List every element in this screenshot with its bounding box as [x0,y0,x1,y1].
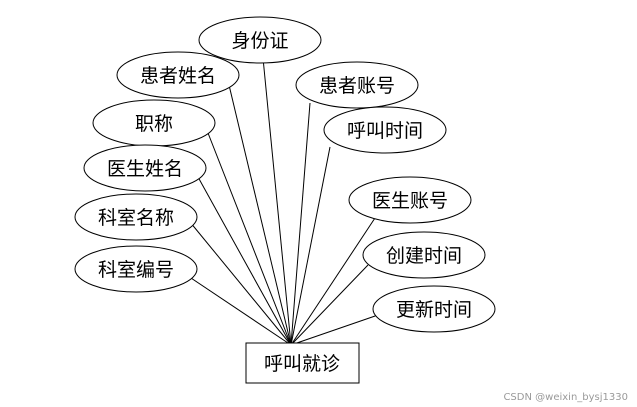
attribute-label: 患者姓名 [140,65,216,87]
attribute-doctor-account: 医生账号 [348,176,472,224]
connector-create-time [290,264,369,346]
connector-lines [181,57,379,346]
attribute-label: 科室名称 [98,207,174,229]
connector-doctor-account [290,217,376,346]
attribute-label: 医生账号 [372,190,448,212]
attribute-label: 科室编号 [98,259,174,281]
attribute-patient-account: 患者账号 [295,61,419,109]
connector-department-code [181,271,292,346]
connector-job-title [207,132,292,346]
connector-patient-account [290,102,311,346]
attribute-create-time: 创建时间 [362,231,486,279]
attribute-label: 身份证 [231,30,288,52]
attribute-department-code: 科室编号 [74,245,198,293]
entity-call-consultation: 呼叫就诊 [245,342,360,384]
attribute-label: 医生姓名 [107,158,183,180]
attribute-department-name: 科室名称 [74,193,198,241]
entity-label: 呼叫就诊 [264,353,340,375]
attribute-label: 患者账号 [319,75,395,97]
connector-call-time [290,146,331,346]
watermark: CSDN @weixin_bysj1330 [503,392,628,403]
attribute-doctor-name: 医生姓名 [83,144,207,192]
connector-doctor-name [197,176,292,346]
attribute-label: 创建时间 [386,245,462,267]
attribute-label: 更新时间 [396,299,472,321]
connector-patient-name [228,84,292,346]
attribute-id-card: 身份证 [198,16,322,64]
attribute-call-time: 呼叫时间 [323,106,447,154]
connector-update-time [290,314,379,346]
connector-department-name [189,221,292,346]
attribute-patient-name: 患者姓名 [116,51,240,99]
attribute-label: 职称 [135,113,173,135]
attribute-job-title: 职称 [92,99,216,147]
attribute-label: 呼叫时间 [347,120,423,142]
attribute-update-time: 更新时间 [372,285,496,333]
connector-id-card [262,57,292,346]
